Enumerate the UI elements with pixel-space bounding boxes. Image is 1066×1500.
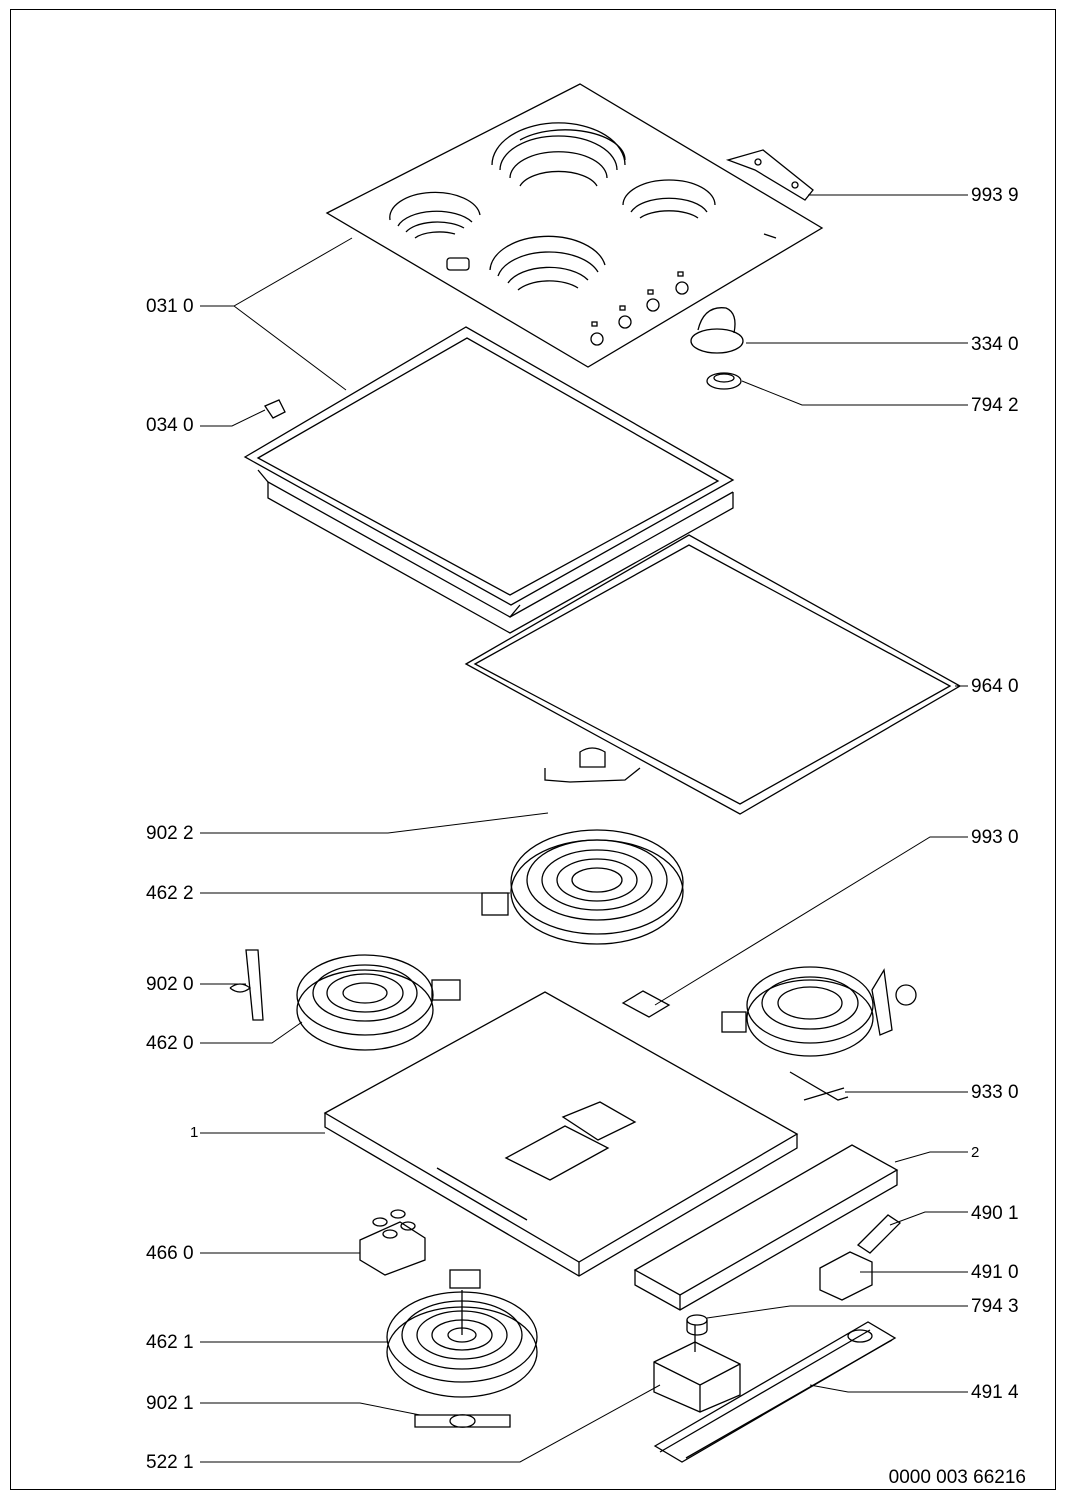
label-490-1: 490 1 <box>971 1203 1019 1224</box>
base-tray <box>323 991 799 1277</box>
label-1: 1 <box>190 1124 199 1141</box>
label-993-0: 993 0 <box>971 827 1019 848</box>
label-933-0: 933 0 <box>971 1082 1019 1103</box>
label-522-1: 522 1 <box>146 1452 194 1473</box>
part-522-1-switch <box>653 1325 741 1413</box>
label-794-3: 794 3 <box>971 1296 1019 1317</box>
part-466-0 <box>359 1209 426 1276</box>
part-902-2-bracket <box>544 747 641 783</box>
part-933-0 <box>789 1071 849 1101</box>
part-794-3 <box>686 1314 708 1336</box>
part-491-0 <box>819 1251 873 1301</box>
label-964-0: 964 0 <box>971 676 1019 697</box>
label-491-0: 491 0 <box>971 1262 1019 1283</box>
part-902-0-bracket <box>229 949 264 1021</box>
heating-element-462-0 <box>296 954 461 1051</box>
label-334-0: 334 0 <box>971 334 1019 355</box>
label-993-9: 993 9 <box>971 185 1019 206</box>
label-491-4: 491 4 <box>971 1382 1019 1403</box>
part-491-4-rail <box>653 1321 897 1463</box>
heating-element-right <box>721 966 917 1057</box>
drawing-frame <box>10 9 1056 1490</box>
heating-element-462-1 <box>386 1269 538 1398</box>
seal-964-0 <box>464 534 962 815</box>
label-902-1: 902 1 <box>146 1393 194 1414</box>
document-number: 0000 003 66216 <box>888 1467 1026 1488</box>
part-993-9-bracket <box>725 149 814 201</box>
label-902-2: 902 2 <box>146 823 194 844</box>
label-466-0: 466 0 <box>146 1243 194 1264</box>
part-993-0-clip <box>621 990 671 1018</box>
label-902-0: 902 0 <box>146 974 194 995</box>
heating-element-462-2 <box>481 829 684 945</box>
label-2: 2 <box>971 1144 980 1161</box>
hob-frame <box>243 326 735 634</box>
leader-lines <box>200 194 968 1463</box>
label-031-0: 031 0 <box>146 296 194 317</box>
label-034-0: 034 0 <box>146 415 194 436</box>
part-490-1 <box>856 1214 902 1254</box>
label-462-2: 462 2 <box>146 883 194 904</box>
part-034-0-clip <box>264 399 286 419</box>
label-462-0: 462 0 <box>146 1033 194 1054</box>
part-902-1-bracket <box>414 1414 511 1428</box>
label-462-1: 462 1 <box>146 1332 194 1353</box>
control-rail <box>633 1144 899 1311</box>
knob-assembly <box>690 307 744 390</box>
glass-cooktop <box>325 83 824 368</box>
label-794-2: 794 2 <box>971 395 1019 416</box>
